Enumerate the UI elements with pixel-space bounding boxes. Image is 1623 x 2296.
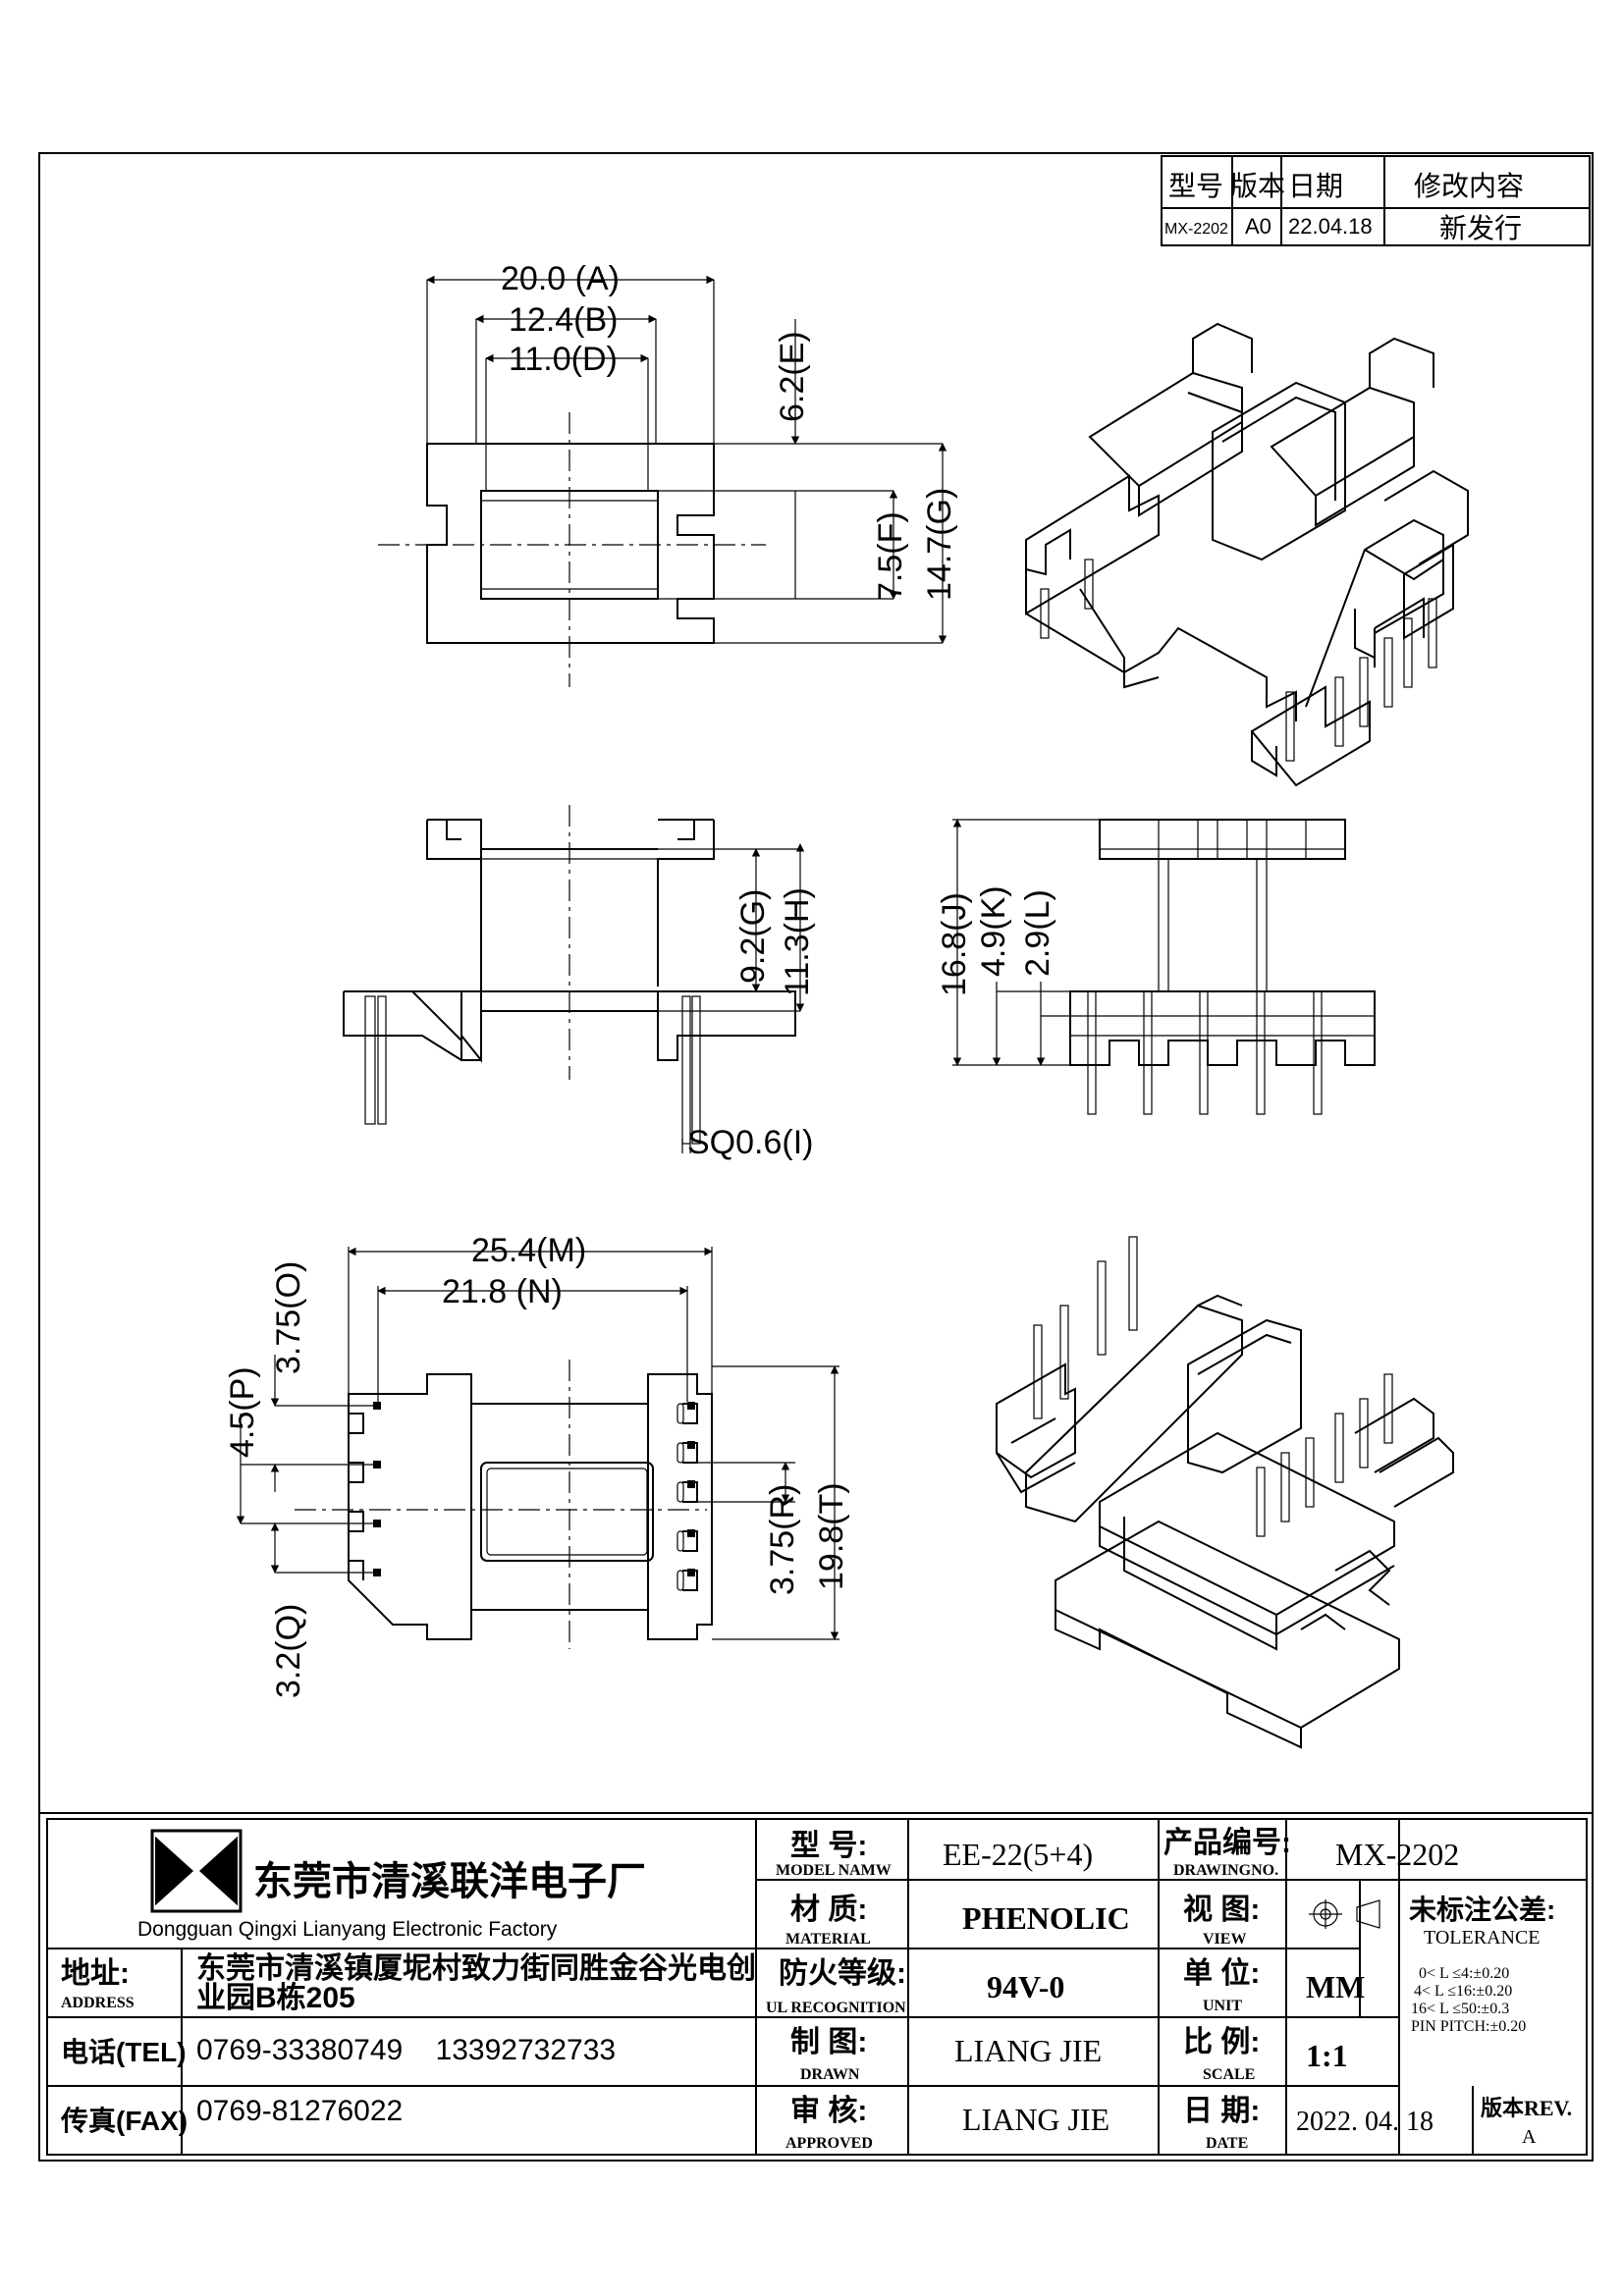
dim-g-top-label: 14.7(G) <box>921 488 958 601</box>
scale-value: 1:1 <box>1306 2038 1348 2073</box>
dim-r-label: 3.75(R) <box>764 1484 801 1595</box>
model-value: EE-22(5+4) <box>943 1837 1093 1872</box>
dim-i-label: SQ0.6(I) <box>687 1124 813 1161</box>
view-label-en: VIEW <box>1203 1931 1246 1948</box>
rev-header-change: 修改内容 <box>1414 171 1524 201</box>
dim-l-label: 2.9(L) <box>1019 889 1056 977</box>
view-label: 视 图: <box>1183 1894 1260 1926</box>
drawing-no-label-en: DRAWINGNO. <box>1173 1862 1278 1879</box>
rev-cell-version: A0 <box>1245 214 1271 239</box>
company-logo <box>150 1829 243 1913</box>
rev-header-model: 型号 <box>1168 171 1223 201</box>
dim-t-label: 19.8(T) <box>813 1482 850 1590</box>
drawn-label-en: DRAWN <box>800 2066 860 2083</box>
unit-label-en: UNIT <box>1203 1998 1242 2014</box>
side-view: 16.8(J) 4.9(K) 2.9(L) <box>936 819 1376 1115</box>
dim-q-label: 3.2(Q) <box>270 1604 307 1698</box>
rev-header-date: 日期 <box>1288 171 1343 201</box>
model-label: 型 号: <box>790 1830 867 1862</box>
drawn-label: 制 图: <box>790 2026 867 2058</box>
dim-k-label: 4.9(K) <box>975 885 1012 977</box>
date-label: 日 期: <box>1183 2095 1260 2127</box>
rev-value: A <box>1522 2126 1537 2148</box>
dim-p-label: 4.5(P) <box>224 1366 261 1458</box>
drawing-no-value: MX-2202 <box>1335 1837 1459 1872</box>
ul-label: 防火等级: <box>779 1956 906 1990</box>
approved-label: 审 核: <box>790 2094 867 2127</box>
dim-o-label: 3.75(O) <box>270 1261 307 1374</box>
address-label-en: ADDRESS <box>61 1995 135 2011</box>
date-value: 2022. 04. 18 <box>1296 2107 1434 2137</box>
material-label-en: MATERIAL <box>785 1931 871 1948</box>
tel-label: 电话(TEL) <box>61 2037 187 2067</box>
approved-value: LIANG JIE <box>962 2102 1109 2137</box>
address-line-1: 东莞市清溪镇厦坭村致力街同胜金谷光电创 <box>196 1951 756 1985</box>
tolerance-label: 未标注公差: <box>1409 1894 1555 1925</box>
drawn-value: LIANG JIE <box>954 2033 1102 2068</box>
dim-j-label: 16.8(J) <box>936 892 973 996</box>
dim-n-label: 21.8 (N) <box>442 1273 563 1310</box>
tel-value: 0769-33380749 13392732733 <box>196 2034 616 2066</box>
company-name-en: Dongguan Qingxi Lianyang Electronic Fact… <box>137 1918 558 1941</box>
rev-label: 版本REV. <box>1481 2096 1572 2120</box>
date-label-en: DATE <box>1206 2135 1248 2152</box>
rev-cell-date: 22.04.18 <box>1288 214 1373 239</box>
material-value: PHENOLIC <box>962 1900 1130 1936</box>
address-line-2: 业园B栋205 <box>196 1981 355 2014</box>
tolerance-line-2: 4< L ≤16:±0.20 <box>1414 1983 1512 2000</box>
dim-a-label: 20.0 (A) <box>501 260 620 297</box>
dim-e-label: 6.2(E) <box>774 331 811 422</box>
scale-label-en: SCALE <box>1203 2066 1255 2083</box>
ul-value: 94V-0 <box>987 1969 1064 2004</box>
fax-value: 0769-81276022 <box>196 2095 403 2127</box>
front-view: 9.2(G) 11.3(H) SQ0.6(I) <box>343 805 816 1161</box>
rev-cell-change: 新发行 <box>1439 213 1522 243</box>
dim-g-side-label: 9.2(G) <box>734 889 772 984</box>
ul-label-en: UL RECOGNITION <box>766 2000 906 2016</box>
tolerance-line-3: 16< L ≤50:±0.3 <box>1411 2001 1509 2017</box>
tolerance-line-1: 0< L ≤4:±0.20 <box>1419 1965 1509 1982</box>
tolerance-label-en: TOLERANCE <box>1424 1927 1541 1949</box>
dim-f-label: 7.5(F) <box>872 511 909 601</box>
dim-d-label: 11.0(D) <box>509 341 618 378</box>
rev-cell-model: MX-2202 <box>1164 221 1228 238</box>
drawing-no-label: 产品编号: <box>1163 1826 1291 1859</box>
fax-label: 传真(FAX) <box>60 2106 188 2136</box>
isometric-view-bottom <box>996 1236 1454 1749</box>
approved-label-en: APPROVED <box>785 2135 873 2152</box>
tolerance-line-4: PIN PITCH:±0.20 <box>1411 2018 1526 2035</box>
revision-table: 型号 版本 日期 修改内容 MX-2202 A0 22.04.18 新发行 <box>1161 155 1591 246</box>
top-view: 20.0 (A) 12.4(B) 11.0(D) 6.2(E) 7.5(F) 1… <box>378 260 958 687</box>
bottom-view: 25.4(M) 21.8 (N) 3.75(O) 4.5(P) 3.2(Q) 3… <box>224 1232 850 1698</box>
dim-b-label: 12.4(B) <box>509 301 619 339</box>
material-label: 材 质: <box>790 1894 867 1926</box>
dim-m-label: 25.4(M) <box>471 1232 586 1269</box>
company-name-cn: 东莞市清溪联洋电子厂 <box>253 1860 646 1903</box>
projection-symbol-icon <box>1309 1899 1380 1929</box>
isometric-view-top <box>1025 322 1469 787</box>
address-label: 地址: <box>61 1957 130 1990</box>
unit-label: 单 位: <box>1183 1956 1260 1990</box>
scale-label: 比 例: <box>1183 2026 1260 2058</box>
dim-h-label: 11.3(H) <box>779 887 816 996</box>
unit-value: MM <box>1306 1969 1365 2004</box>
rev-header-version: 版本 <box>1230 171 1285 201</box>
model-label-en: MODEL NAMW <box>776 1862 892 1879</box>
title-block: 东莞市清溪联洋电子厂 Dongguan Qingxi Lianyang Elec… <box>38 1812 1594 2162</box>
